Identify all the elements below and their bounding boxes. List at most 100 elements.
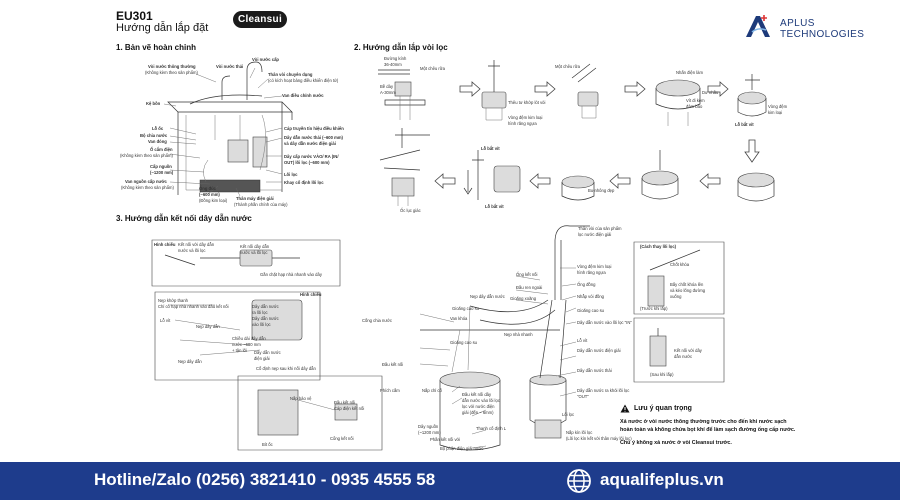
label-distributor: Bộ chia nước bbox=[140, 133, 168, 138]
label-stand: Thanh cố định L bbox=[476, 426, 507, 431]
notice-title: Lưu ý quan trọng bbox=[620, 404, 800, 413]
label-r3: Kết nối với dây bbox=[674, 348, 702, 353]
label-r2: Bấy chốt khóa lên bbox=[670, 282, 704, 287]
label-normal-faucet: Vòi nước thông thường bbox=[148, 64, 196, 69]
sink-cabinet-diagram bbox=[167, 61, 293, 195]
label-thickness: Bề dày bbox=[380, 84, 394, 89]
label-press2: Dư nhầu bbox=[702, 90, 719, 95]
document-page: EU301 Hướng dẫn lắp đặt Cleansui APLUS T… bbox=[116, 9, 865, 451]
label-screw-hook: Nẹp dây dẫn bbox=[196, 324, 220, 329]
label-hose-w4: vào lõi lọc bbox=[252, 322, 271, 327]
notice-foot: Chú ý không xả nước ở vòi Cleansui trước… bbox=[620, 439, 732, 446]
label-hose-out: Dây dẫn nước ra khỏi lõi lọc bbox=[577, 388, 630, 393]
label-ring3b: kim loại bbox=[768, 110, 783, 115]
label-hose-inout2: OUT) lõi lọc (~600 mm) bbox=[284, 160, 330, 165]
label-nut: Ốc lục giác bbox=[400, 208, 421, 213]
installation-drawings bbox=[151, 60, 775, 451]
label-sink: Kệ bồn bbox=[146, 101, 161, 106]
label-side: Cổng kết nối bbox=[330, 436, 354, 441]
label-cover: Nắp chỉ cố bbox=[422, 388, 442, 393]
label-pipe-s: Ống kết nối bbox=[516, 272, 538, 277]
cleansui-brand-badge: Cleansui bbox=[233, 11, 287, 28]
label-head: Đầu kết nối bbox=[382, 362, 404, 367]
label-hole3: Lỗ bắt vít bbox=[485, 204, 504, 209]
label-hose-w2: ra lõi lọc bbox=[252, 310, 268, 315]
section-3-title: 3. Hướng dẫn kết nối dây dẫn nước bbox=[116, 214, 252, 223]
label-hose-drain-s: Dây dẫn nước điện giải bbox=[577, 348, 621, 353]
label-press: Nhấn điện làm bbox=[676, 70, 704, 75]
label-r5: (Sau khi lắp) bbox=[650, 372, 674, 377]
label-top-note1: Kết nối với dây dẫn bbox=[178, 242, 215, 247]
aplus-logo-icon bbox=[746, 15, 770, 37]
label-r3b: dẫn nước bbox=[674, 354, 693, 359]
label-screw2: Lỗ vít bbox=[160, 318, 171, 323]
label-fuse2: Cáp điện kết nối bbox=[334, 406, 365, 411]
label-hose-len2: nước ~600 mm bbox=[232, 342, 261, 347]
label-hose-e: Dây dẫn nước bbox=[254, 350, 281, 355]
label-bolt-hole: Lỗ bắt vít bbox=[735, 122, 754, 127]
label-socket: Ổ cắm điện bbox=[150, 147, 173, 152]
label-hose-len3: + tận lõi bbox=[232, 348, 247, 353]
label-head2d: giải (đến ~ 6mm) bbox=[462, 410, 494, 415]
label-rubber2: Gioăng cao su bbox=[452, 306, 480, 311]
label-supply-len: (~1200 mm) bbox=[150, 170, 174, 175]
website-link[interactable]: aqualifeplus.vn bbox=[600, 470, 724, 489]
notice-title-text: Lưu ý quan trọng bbox=[634, 405, 692, 412]
label-gauge: Cống chia nước bbox=[362, 318, 392, 323]
label-ring-s: Vòng đệm kim loại bbox=[577, 264, 612, 269]
faucet-steps-row2 bbox=[379, 139, 775, 206]
label-screw-included2: đảm bảo bbox=[686, 104, 703, 109]
label-rubber: Gioăng cao su bbox=[577, 308, 605, 313]
label-top-note2: Kết nối dây dẫn bbox=[240, 244, 270, 249]
section-2-title: 2. Hướng dẫn lắp vòi lọc bbox=[354, 43, 448, 52]
label-washer: Thêu tư khớp lót vòi bbox=[508, 100, 546, 105]
company-name: APLUS TECHNOLOGIES bbox=[780, 18, 865, 40]
label-filter-box: Phích cắm bbox=[380, 388, 400, 393]
label-lock: Van khóa bbox=[450, 316, 468, 321]
label-filter-faucet: Vòi nước cấp bbox=[252, 57, 279, 62]
label-rail: Nẹp dây dẫn bbox=[178, 359, 202, 364]
label-top-note1b: nước và lõi lọc bbox=[178, 248, 206, 253]
label-top-note2b: nước và lõi lọc bbox=[240, 250, 268, 255]
label-hole-s: Lỗ vít bbox=[577, 338, 588, 343]
label-tool: Nắp bảo vệ bbox=[290, 396, 312, 401]
label-pipe: Ống đúc bbox=[199, 186, 216, 191]
label-ring-s2: hình răng ngựa bbox=[577, 270, 606, 275]
label-fuse: Đầu kết nối bbox=[334, 400, 356, 405]
label-gasket-s: Gioăng xoăng bbox=[510, 296, 537, 301]
label-fix-note: Cố định nẹp sau khi nối dây dẫn bbox=[256, 366, 316, 371]
footer-bar bbox=[0, 462, 900, 500]
label-socket-note: (Không kèm theo sản phẩm) bbox=[120, 153, 173, 158]
label-ring-s3: Nắp kín lõi lọc bbox=[566, 430, 593, 435]
label-pipe-len: (~600 mm) bbox=[199, 192, 220, 197]
label-core-s: Lõi lọc bbox=[562, 412, 575, 417]
label-feed-valve-note: (Không kèm theo sản phẩm) bbox=[121, 185, 174, 190]
label-threader: Nẹp dây dẫn nước bbox=[470, 294, 505, 299]
label-body-sp2: lọc nước điện giải bbox=[578, 232, 612, 237]
label-core: Lõi lọc bbox=[284, 172, 298, 177]
warning-icon bbox=[620, 404, 630, 413]
label-hose-drain-s2: Dây dẫn nước thải bbox=[577, 368, 612, 373]
label-joint: Nẹp khớp thanh bbox=[158, 298, 188, 303]
section-1-title: 1. Bản vẽ hoàn chỉnh bbox=[116, 43, 197, 52]
label-pipe-note: (Đồng kim loại) bbox=[199, 198, 228, 203]
label-unit-s: Bộ phận điện giải nước bbox=[440, 446, 484, 451]
label-screw: Lỗ ốc bbox=[152, 126, 164, 131]
label-hose-w3: Dây dẫn nước bbox=[252, 316, 279, 321]
label-r4: (Trước khi lắp) bbox=[640, 306, 668, 311]
hotline-text[interactable]: Hotline/Zalo (0256) 3821410 - 0935 4555 … bbox=[94, 470, 436, 489]
label-ring: Vòng đệm kim loại bbox=[508, 115, 543, 120]
label-clip: Hình chiếu bbox=[154, 242, 176, 247]
label-clip-s: Đầu ren ngoài bbox=[516, 285, 543, 290]
label-grip: Nẹp nhà nhanh bbox=[504, 332, 533, 337]
label-hose-w: Dây dẫn nước bbox=[252, 304, 279, 309]
label-r-top: (Cách thay lõi lọc) bbox=[640, 244, 677, 249]
label-cable: Cáp truyền tín hiệu điều khiển bbox=[284, 126, 344, 131]
label-r2c: xuống bbox=[670, 294, 682, 299]
label-hose-drain: Dây dẫn nước thải (~600 mm) bbox=[284, 135, 343, 140]
label-unit-note: (Thành phần chính của máy) bbox=[234, 202, 288, 207]
label-body-sp: Thân vòi của sản phẩm bbox=[578, 226, 622, 231]
label-nut-s: Nhẫp vói đồng bbox=[577, 294, 605, 299]
label-hose-drain2: và dây dẫn nước điện giải bbox=[284, 141, 336, 146]
globe-icon bbox=[567, 469, 591, 493]
